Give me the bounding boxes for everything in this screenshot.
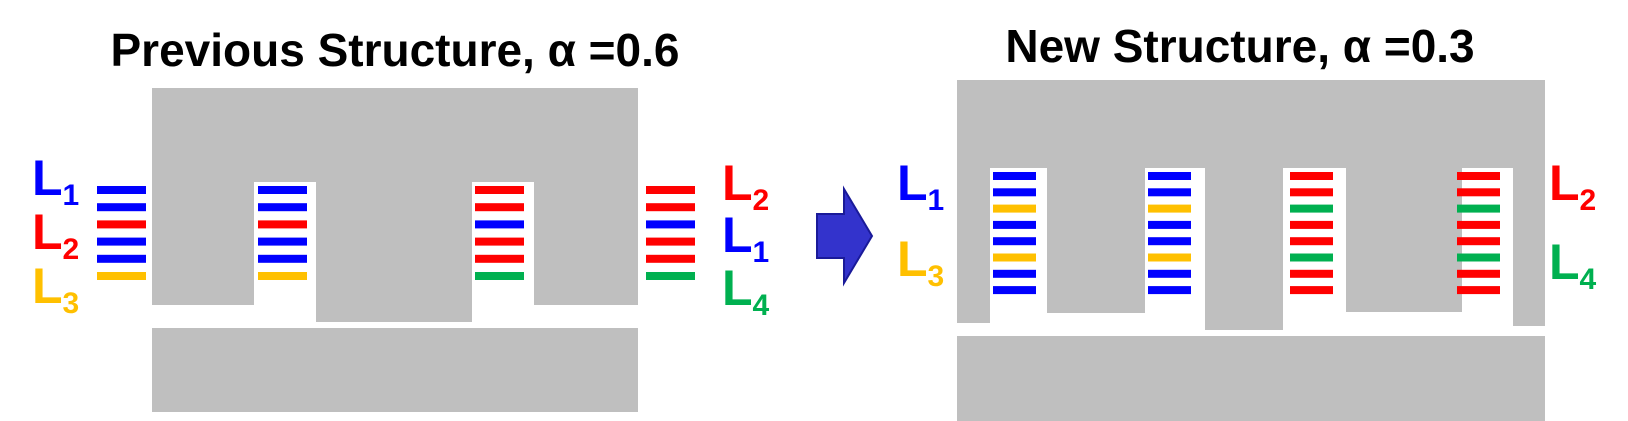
winding-bar-l4 bbox=[1290, 253, 1333, 262]
winding-bar-l2 bbox=[258, 220, 307, 229]
winding-bar-l3 bbox=[97, 272, 146, 280]
previous-coil-stack-1 bbox=[97, 186, 146, 280]
winding-bar-l1 bbox=[1148, 286, 1191, 295]
new-coil-stack-3 bbox=[1290, 172, 1333, 295]
winding-bar-l4 bbox=[1457, 253, 1500, 262]
winding-bar-l2 bbox=[646, 186, 695, 194]
winding-bar-l1 bbox=[993, 188, 1036, 197]
new-coil-stack-1 bbox=[993, 172, 1036, 295]
winding-bar-l3 bbox=[993, 204, 1036, 213]
new-coil-stack-4 bbox=[1457, 172, 1500, 295]
winding-bar-l4 bbox=[646, 272, 695, 280]
winding-bar-l1 bbox=[97, 237, 146, 246]
winding-bar-l1 bbox=[258, 237, 307, 246]
winding-bar-l2 bbox=[97, 220, 146, 229]
winding-bar-l2 bbox=[475, 203, 524, 212]
winding-bar-l1 bbox=[1148, 269, 1191, 278]
winding-bar-l1 bbox=[1148, 188, 1191, 197]
winding-bar-l4 bbox=[1290, 204, 1333, 213]
winding-bar-l1 bbox=[475, 220, 524, 229]
previous-coil-stack-2 bbox=[258, 186, 307, 280]
new-coil-stack-2 bbox=[1148, 172, 1191, 295]
winding-bar-l1 bbox=[1148, 237, 1191, 246]
winding-bar-l2 bbox=[646, 254, 695, 263]
new-structure-title: New Structure, α =0.3 bbox=[1005, 20, 1474, 72]
new-e-core bbox=[957, 80, 1545, 330]
previous-e-core bbox=[152, 88, 638, 322]
previous-left-inductor-label-l3: L3 bbox=[32, 258, 79, 320]
winding-bar-l2 bbox=[1290, 269, 1333, 278]
new-left-inductor-label-l1: L1 bbox=[897, 155, 944, 217]
previous-right-inductor-label-l1: L1 bbox=[722, 207, 769, 269]
winding-bar-l2 bbox=[475, 254, 524, 263]
transition-arrow-icon bbox=[816, 185, 874, 287]
winding-bar-l1 bbox=[97, 203, 146, 212]
winding-bar-l1 bbox=[258, 254, 307, 263]
winding-bar-l2 bbox=[475, 237, 524, 246]
winding-bar-l1 bbox=[258, 203, 307, 212]
winding-bar-l1 bbox=[97, 186, 146, 194]
previous-right-inductor-label-l2: L2 bbox=[722, 155, 769, 217]
winding-bar-l1 bbox=[1148, 220, 1191, 229]
new-left-inductor-label-l3: L3 bbox=[897, 231, 944, 293]
winding-bar-l1 bbox=[993, 237, 1036, 246]
winding-bar-l1 bbox=[1148, 172, 1191, 180]
winding-bar-l1 bbox=[993, 269, 1036, 278]
winding-bar-l2 bbox=[646, 237, 695, 246]
previous-i-core bbox=[152, 328, 638, 412]
winding-bar-l3 bbox=[1148, 204, 1191, 213]
previous-left-inductor-label-l2: L2 bbox=[32, 204, 79, 266]
winding-bar-l1 bbox=[97, 254, 146, 263]
winding-bar-l1 bbox=[993, 172, 1036, 180]
winding-bar-l1 bbox=[258, 186, 307, 194]
new-right-inductor-label-l4: L4 bbox=[1549, 234, 1597, 296]
winding-bar-l3 bbox=[258, 272, 307, 280]
winding-bar-l4 bbox=[475, 272, 524, 280]
winding-bar-l4 bbox=[1457, 204, 1500, 213]
winding-bar-l2 bbox=[1290, 172, 1333, 180]
winding-bar-l1 bbox=[993, 220, 1036, 229]
winding-bar-l2 bbox=[1457, 237, 1500, 246]
winding-bar-l2 bbox=[1290, 286, 1333, 295]
winding-bar-l2 bbox=[1290, 220, 1333, 229]
winding-bar-l2 bbox=[475, 186, 524, 194]
winding-bar-l2 bbox=[1457, 220, 1500, 229]
winding-bar-l2 bbox=[1457, 172, 1500, 180]
previous-coil-stack-4 bbox=[646, 186, 695, 280]
winding-bar-l2 bbox=[1290, 237, 1333, 246]
new-right-inductor-label-l2: L2 bbox=[1549, 155, 1596, 217]
winding-bar-l2 bbox=[646, 203, 695, 212]
winding-bar-l2 bbox=[1457, 286, 1500, 295]
winding-bar-l2 bbox=[1457, 269, 1500, 278]
previous-right-inductor-label-l4: L4 bbox=[722, 260, 770, 322]
previous-structure-title: Previous Structure, α =0.6 bbox=[110, 24, 679, 76]
winding-bar-l3 bbox=[993, 253, 1036, 262]
winding-bar-l1 bbox=[646, 220, 695, 229]
winding-bar-l2 bbox=[1290, 188, 1333, 197]
new-i-core bbox=[957, 336, 1545, 421]
winding-bar-l2 bbox=[1457, 188, 1500, 197]
previous-left-inductor-label-l1: L1 bbox=[32, 150, 79, 212]
previous-coil-stack-3 bbox=[475, 186, 524, 280]
winding-bar-l1 bbox=[993, 286, 1036, 295]
winding-bar-l3 bbox=[1148, 253, 1191, 262]
